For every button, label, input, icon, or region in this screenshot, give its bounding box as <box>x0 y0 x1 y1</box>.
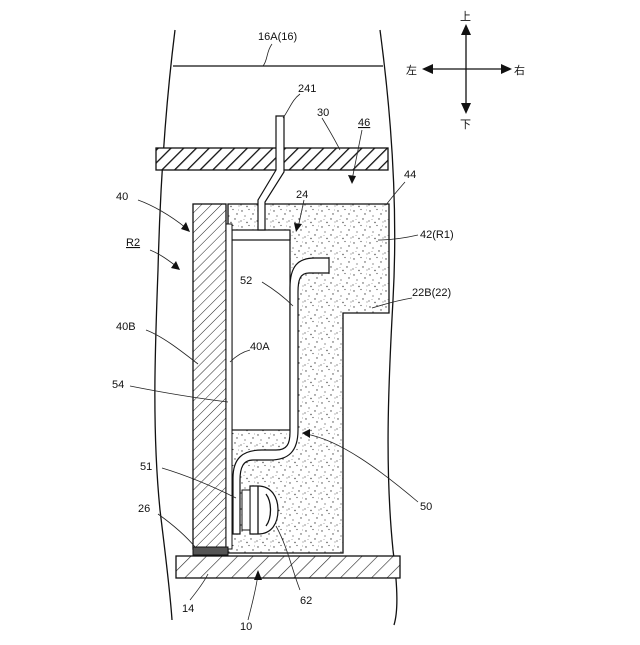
label-44: 44 <box>404 169 416 181</box>
label-40a: 40A <box>250 341 270 353</box>
leader-46-arrowhead <box>348 175 356 184</box>
label-40: 40 <box>116 191 128 203</box>
label-22b: 22B(22) <box>412 287 451 299</box>
leader-40b <box>146 330 198 364</box>
label-40b: 40B <box>116 321 136 333</box>
leader-10 <box>248 574 258 620</box>
leader-30 <box>322 118 340 150</box>
label-50: 50 <box>420 501 432 513</box>
seal-26 <box>193 547 228 555</box>
label-51: 51 <box>140 461 152 473</box>
compass <box>422 24 512 114</box>
leader-r2 <box>150 250 176 266</box>
label-42: 42(R1) <box>420 229 454 241</box>
left-break-line <box>155 30 175 620</box>
label-46: 46 <box>358 117 370 129</box>
component-62-base <box>242 490 250 530</box>
leader-40-arrowhead <box>181 222 190 232</box>
compass-right-label: 右 <box>514 63 525 77</box>
right-break-line <box>380 30 397 625</box>
label-62: 62 <box>300 595 312 607</box>
cavity <box>232 234 290 430</box>
label-24: 24 <box>296 189 308 201</box>
label-30: 30 <box>317 107 329 119</box>
leader-40 <box>138 200 186 228</box>
label-14: 14 <box>182 603 194 615</box>
compass-down-label: 下 <box>460 119 471 131</box>
layer-40a <box>226 224 232 549</box>
label-54: 54 <box>112 379 124 391</box>
label-10: 10 <box>240 621 252 633</box>
leader-44 <box>386 182 405 205</box>
leader-16a <box>263 44 272 66</box>
component-24 <box>232 230 290 240</box>
plate-40b <box>193 204 226 549</box>
leader-r2-arrowhead <box>171 261 180 270</box>
member-30 <box>156 148 388 170</box>
leader-241 <box>283 94 300 118</box>
compass-left-label: 左 <box>406 64 417 77</box>
label-16a: 16A(16) <box>258 31 297 43</box>
label-r2: R2 <box>126 237 140 249</box>
label-26: 26 <box>138 503 150 515</box>
compass-up-label: 上 <box>460 10 471 23</box>
label-52: 52 <box>240 275 252 287</box>
base-10 <box>176 556 400 578</box>
label-241: 241 <box>298 83 316 95</box>
